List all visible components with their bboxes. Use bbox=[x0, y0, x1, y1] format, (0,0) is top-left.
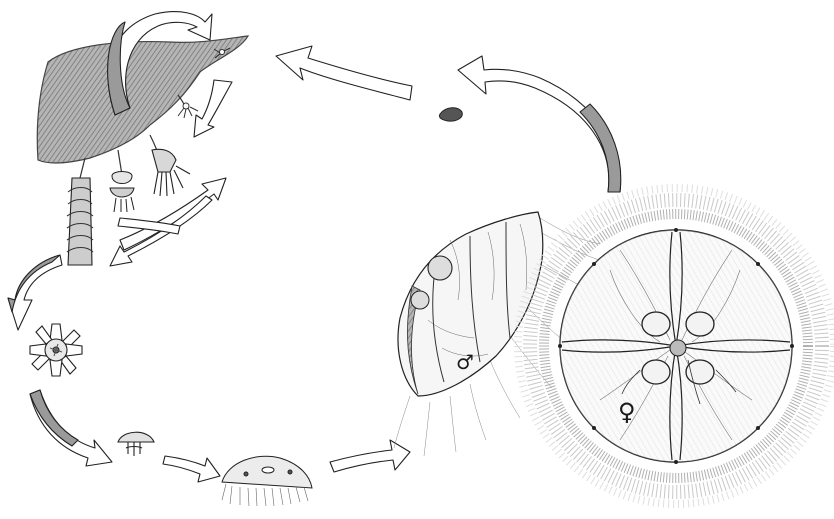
juvenile-medusa-stage bbox=[222, 456, 312, 506]
arrow-polyp-down bbox=[194, 80, 232, 137]
young-medusa-stage bbox=[118, 432, 154, 456]
planula-larva bbox=[439, 108, 462, 121]
feeding-polyp bbox=[152, 149, 190, 196]
arrow-to-adult bbox=[330, 440, 410, 472]
arrow-planula-to-polyp bbox=[276, 46, 412, 100]
male-symbol-label: ♂ bbox=[456, 352, 474, 372]
budding-polyp bbox=[110, 172, 134, 213]
ephyra-stage bbox=[30, 324, 82, 376]
female-symbol-label: ♀ bbox=[618, 400, 636, 424]
strobila-stage bbox=[67, 178, 93, 265]
female-medusa-stage bbox=[518, 188, 834, 504]
arrow-strobila-to-ephyra bbox=[8, 255, 62, 330]
arrow-young-medusa bbox=[163, 456, 220, 482]
male-gonad bbox=[428, 256, 452, 280]
